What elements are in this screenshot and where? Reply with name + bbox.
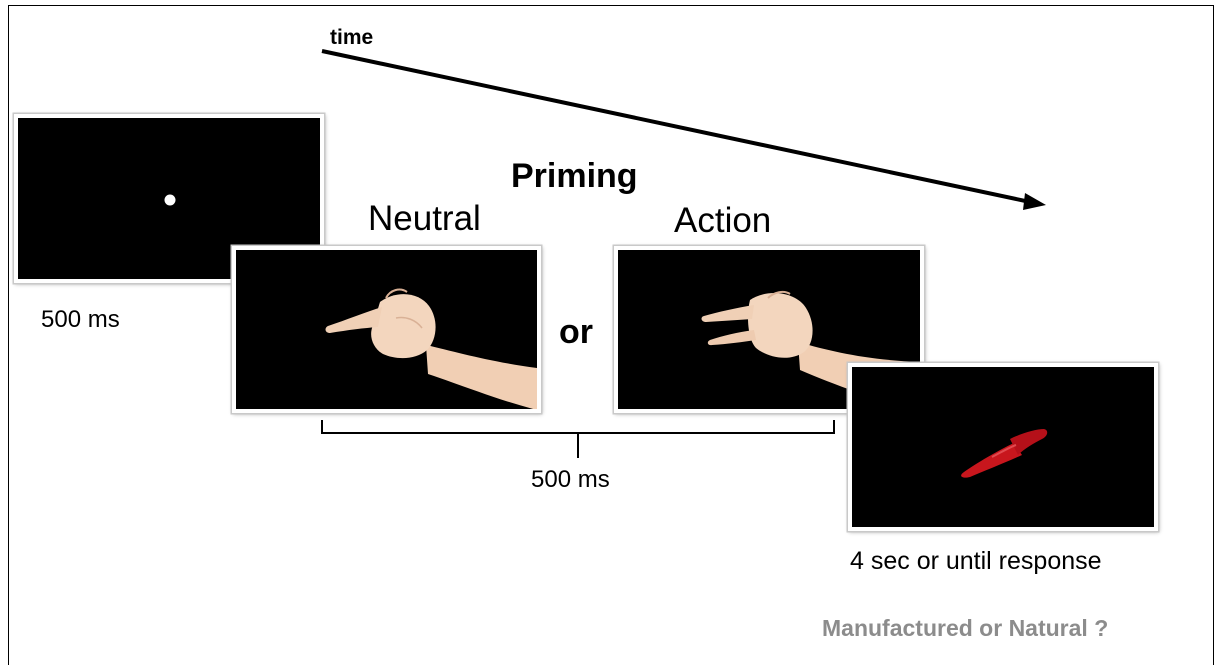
neutral-label: Neutral <box>368 199 481 238</box>
red-object-icon <box>961 429 1048 478</box>
priming-heading: Priming <box>511 157 638 195</box>
fixation-dot-icon <box>164 194 176 206</box>
target-screen <box>848 363 1158 531</box>
target-duration-label: 4 sec or until response <box>850 547 1102 575</box>
action-label: Action <box>674 201 772 240</box>
fixation-duration-label: 500 ms <box>41 306 120 333</box>
time-label: time <box>330 26 374 49</box>
prime-duration-label: 500 ms <box>531 466 610 493</box>
or-label: or <box>559 313 593 351</box>
neutral-prime-screen <box>232 246 541 413</box>
question-prompt: Manufactured or Natural ? <box>822 615 1109 641</box>
figure-frame <box>8 5 1214 665</box>
neutral-hand-icon <box>325 288 537 409</box>
